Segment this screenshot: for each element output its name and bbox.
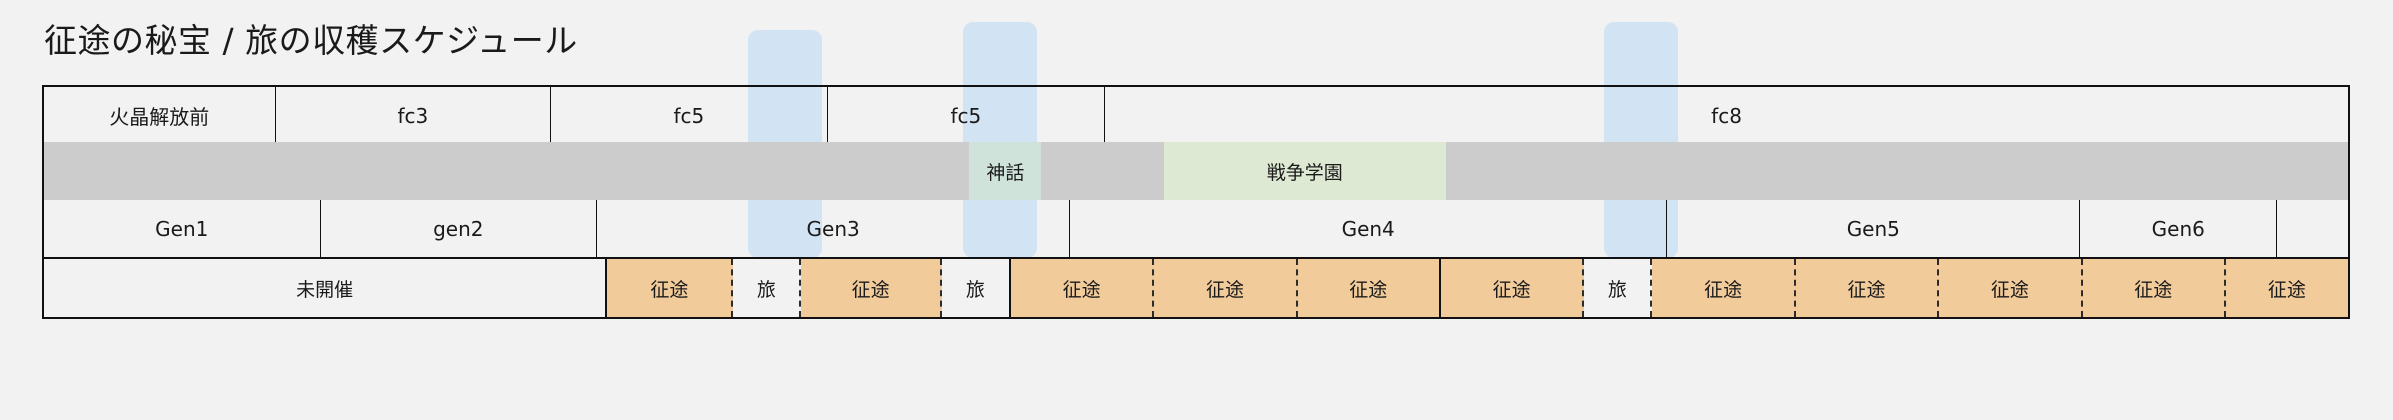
event-cell-empty	[1445, 142, 2348, 200]
expedition-cell-征途[interactable]: 征途	[1939, 259, 2083, 317]
expedition-cell-征途[interactable]: 征途	[2082, 259, 2226, 317]
fc-cell-fc5[interactable]: fc5	[828, 87, 1106, 144]
fc-cell-fc8[interactable]: fc8	[1711, 103, 1742, 128]
generation-cell-Gen4[interactable]: Gen4	[1070, 200, 1668, 257]
table-row-events: 神話 戦争学園	[42, 142, 2350, 200]
event-cell-戦争学園[interactable]: 戦争学園	[1164, 142, 1446, 200]
expedition-cell-征途[interactable]: 征途	[1010, 259, 1155, 317]
expedition-cell-未開催[interactable]: 未開催	[44, 259, 608, 317]
expedition-cell-征途[interactable]: 征途	[607, 259, 734, 317]
generation-cell-gen2[interactable]: gen2	[321, 200, 598, 257]
generation-cell-Gen3[interactable]: Gen3	[597, 200, 1071, 257]
highlight-band-2	[963, 22, 1037, 258]
expedition-cell-征途[interactable]: 征途	[1795, 259, 1940, 317]
generation-cell-Gen1[interactable]: Gen1	[44, 200, 321, 257]
table-row-expeditions: 未開催征途旅征途旅征途征途征途征途旅征途征途征途征途征途	[42, 257, 2350, 319]
page-title: 征途の秘宝 / 旅の収穫スケジュール	[44, 21, 578, 60]
expedition-cell-征途[interactable]: 征途	[2225, 259, 2348, 317]
expedition-cell-旅[interactable]: 旅	[1584, 259, 1653, 317]
expedition-cell-征途[interactable]: 征途	[1297, 259, 1441, 317]
fc-cell-火晶解放前[interactable]: 火晶解放前	[44, 87, 276, 144]
event-cell-empty	[1041, 142, 1165, 200]
generation-cell-Gen6[interactable]: Gen6	[2080, 200, 2278, 257]
expedition-cell-征途[interactable]: 征途	[1154, 259, 1298, 317]
highlight-band-3	[1604, 22, 1678, 258]
fc-cell-fc5[interactable]: fc5	[551, 87, 828, 144]
expedition-cell-征途[interactable]: 征途	[1440, 259, 1585, 317]
expedition-cell-旅[interactable]: 旅	[733, 259, 802, 317]
generation-cell-Gen5[interactable]: Gen5	[1667, 200, 2081, 257]
expedition-cell-征途[interactable]: 征途	[1652, 259, 1796, 317]
expedition-cell-征途[interactable]: 征途	[801, 259, 942, 317]
event-cell-empty	[44, 142, 970, 200]
expedition-cell-旅[interactable]: 旅	[942, 259, 1011, 317]
generation-cell-empty	[2277, 200, 2348, 257]
event-cell-神話[interactable]: 神話	[969, 142, 1042, 200]
fc-cell-fc3[interactable]: fc3	[276, 87, 552, 144]
